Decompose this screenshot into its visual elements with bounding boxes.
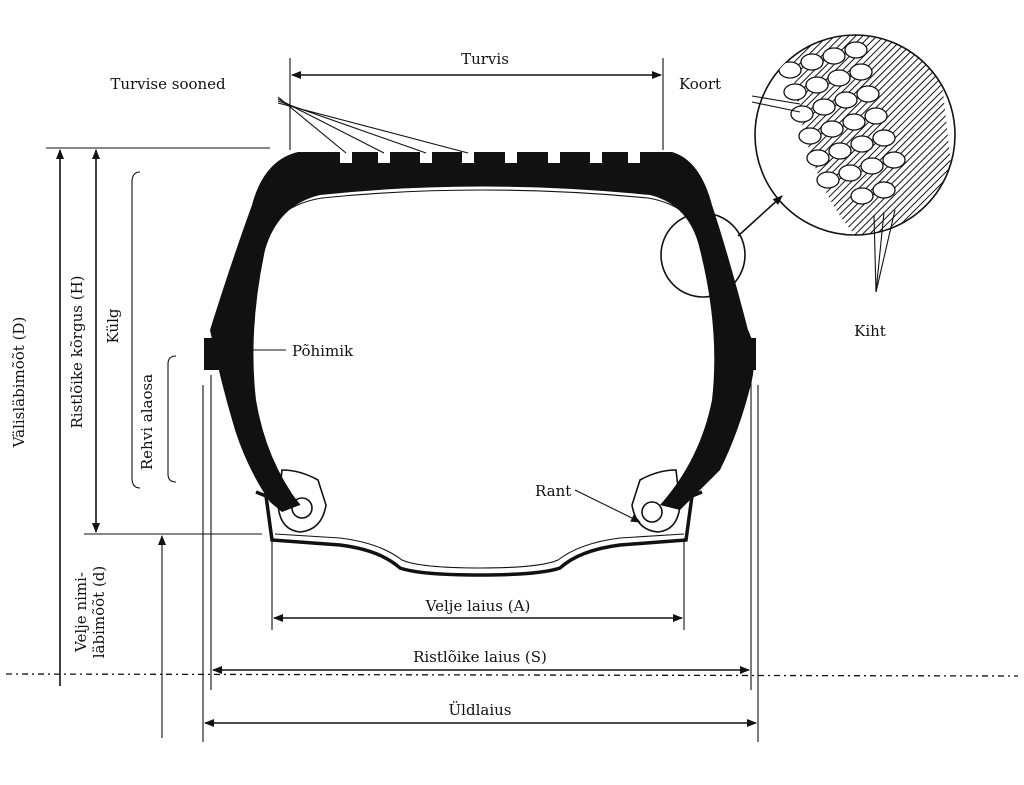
left-shoulder-block bbox=[204, 338, 222, 370]
label-rim-diameter-line2: läbimõõt (d) bbox=[90, 566, 108, 659]
label-ply: Kiht bbox=[854, 322, 886, 340]
label-carcass: Põhimik bbox=[292, 342, 354, 360]
label-overall-width: Üldlaius bbox=[449, 701, 512, 719]
tire-shell bbox=[210, 152, 755, 512]
label-rim-diameter-line1: Velje nimi- bbox=[72, 572, 90, 653]
zoom-arrow bbox=[737, 195, 783, 237]
groove-leaders bbox=[277, 96, 469, 154]
zoom-source-circle bbox=[660, 212, 746, 298]
left-bead-area bbox=[277, 469, 327, 533]
rim-profile bbox=[255, 490, 703, 577]
left-bead-core bbox=[291, 497, 313, 519]
label-bead: Rant bbox=[535, 482, 571, 500]
right-shoulder-block bbox=[740, 338, 756, 370]
bead-leader bbox=[574, 489, 641, 523]
label-lower-area: Rehvi alaosa bbox=[138, 374, 156, 470]
right-bead-core bbox=[641, 501, 663, 523]
label-rim-width: Velje laius (A) bbox=[425, 597, 531, 615]
ply-cord-detail bbox=[751, 34, 956, 293]
label-outer-diameter: Välisläbimõõt (D) bbox=[10, 317, 28, 449]
rim bbox=[255, 490, 703, 577]
label-tread: Turvis bbox=[461, 50, 509, 68]
label-section-height: Ristlõike kõrgus (H) bbox=[68, 276, 86, 429]
tire-body bbox=[204, 150, 756, 533]
label-sidewall: Külg bbox=[104, 308, 122, 343]
right-bead-area bbox=[631, 469, 681, 533]
rim-axis-line bbox=[5, 673, 1019, 677]
label-cord: Koort bbox=[679, 75, 721, 93]
rim-profile-inner bbox=[274, 533, 685, 569]
sidewall-bracket bbox=[131, 171, 141, 489]
label-tread-grooves: Turvise sooned bbox=[110, 75, 226, 93]
label-section-width: Ristlõike laius (S) bbox=[413, 648, 547, 666]
tread-grooves bbox=[340, 150, 640, 163]
lower-area-bracket bbox=[167, 355, 177, 483]
tire-inner-liner bbox=[244, 189, 722, 506]
